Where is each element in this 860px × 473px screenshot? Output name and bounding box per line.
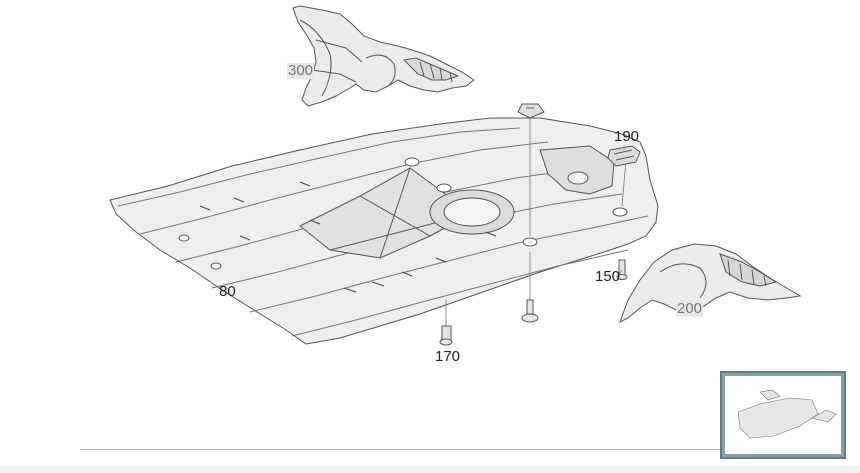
callout-80: 80 xyxy=(219,283,236,300)
callout-170: 170 xyxy=(435,348,461,365)
thumbnail-preview[interactable] xyxy=(720,371,846,459)
callout-200: 200 xyxy=(676,300,704,317)
leader-lines xyxy=(445,112,627,326)
thumbnail-canvas xyxy=(725,376,841,454)
part-150-screw xyxy=(616,259,628,280)
part-80-underbody-panel xyxy=(109,117,659,345)
callout-150: 150 xyxy=(595,268,621,285)
part-200-wheel-arch-liner xyxy=(619,243,802,324)
divider-line xyxy=(80,449,720,450)
callout-leaders xyxy=(617,145,625,277)
part-300-wheel-arch-liner xyxy=(292,5,475,107)
footer-strip xyxy=(0,466,860,473)
callout-300: 300 xyxy=(287,62,315,79)
clip-top-fastener xyxy=(517,103,545,119)
bolt-bottom-center xyxy=(521,299,539,323)
part-190-bracket xyxy=(607,145,641,167)
callout-190: 190 xyxy=(614,128,640,145)
part-170-clip xyxy=(439,325,453,346)
